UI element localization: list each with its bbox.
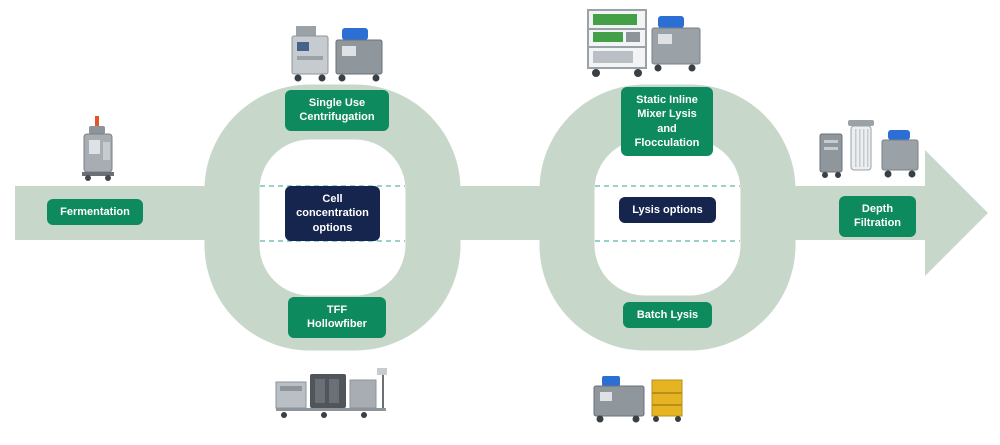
centrifuge-image [290, 20, 388, 89]
static-mixer-skid-image [586, 6, 706, 85]
tff-skid-image [274, 362, 394, 425]
depth-filtration-image [818, 118, 922, 187]
flow-arrow-band [15, 150, 988, 276]
lysis-options-label: Lysis options [619, 197, 716, 224]
fermentation-label: Fermentation [47, 199, 143, 226]
fermenter-image [72, 116, 124, 187]
batch-lysis-label: Batch Lysis [623, 302, 712, 329]
tff-hollowfiber-label: TFF Hollowfiber [288, 297, 386, 338]
static-inline-mixer-label: Static Inline Mixer Lysis and Flocculati… [621, 87, 713, 157]
single-use-centrifugation-label: Single Use Centrifugation [285, 90, 389, 131]
cell-concentration-options-label: Cell concentration options [285, 186, 380, 241]
batch-lysis-image [592, 368, 688, 429]
depth-filtration-label: Depth Filtration [839, 196, 916, 237]
